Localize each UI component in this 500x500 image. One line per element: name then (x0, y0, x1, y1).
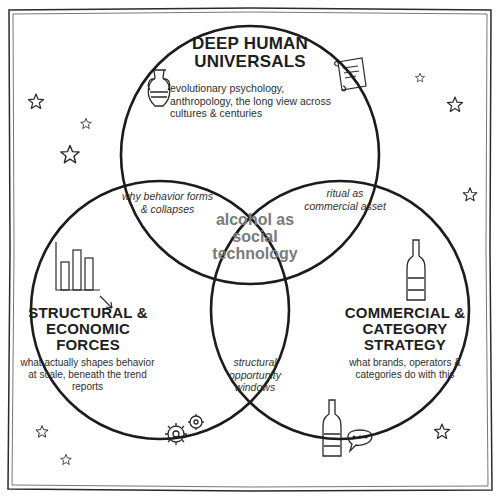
bottle-icon (323, 400, 341, 456)
scroll-icon (335, 58, 366, 91)
star-doodle (415, 73, 424, 82)
circle-heading: STRUCTURAL & ECONOMIC FORCES (18, 305, 158, 352)
overlap-label: ritual as commercial asset (300, 187, 390, 212)
speech-bubble-icon (348, 430, 372, 451)
star-doodle (36, 426, 48, 438)
sketch-frame (8, 8, 492, 491)
circle-heading: DEEP HUMAN UNIVERSALS (175, 35, 325, 71)
overlap-label: structural opportunity windows (216, 356, 294, 394)
star-doodle (434, 424, 449, 438)
star-doodle (61, 145, 79, 162)
star-doodle (447, 97, 462, 111)
circle-stroke (121, 26, 379, 284)
star-doodle (463, 188, 477, 201)
bottle-icon (407, 240, 425, 300)
star-doodle (61, 454, 72, 464)
circle-body: what brands, operators & categories do w… (330, 357, 480, 381)
overlap-label: why behavior forms & collapses (120, 190, 215, 215)
circle-body: evolutionary psychology, anthropology, t… (170, 82, 335, 120)
amphora-icon (148, 70, 170, 106)
star-doodle (81, 118, 92, 128)
gears-icon (165, 414, 204, 445)
center-label: alcohol as social technology (208, 212, 302, 262)
star-doodle (28, 94, 43, 108)
bar-chart-icon (56, 242, 112, 308)
sketch-frame-inner (12, 12, 488, 487)
circle-body: what actually shapes behavior at scale, … (15, 357, 160, 393)
circle-heading: COMMERCIAL & CATEGORY STRATEGY (325, 305, 485, 352)
